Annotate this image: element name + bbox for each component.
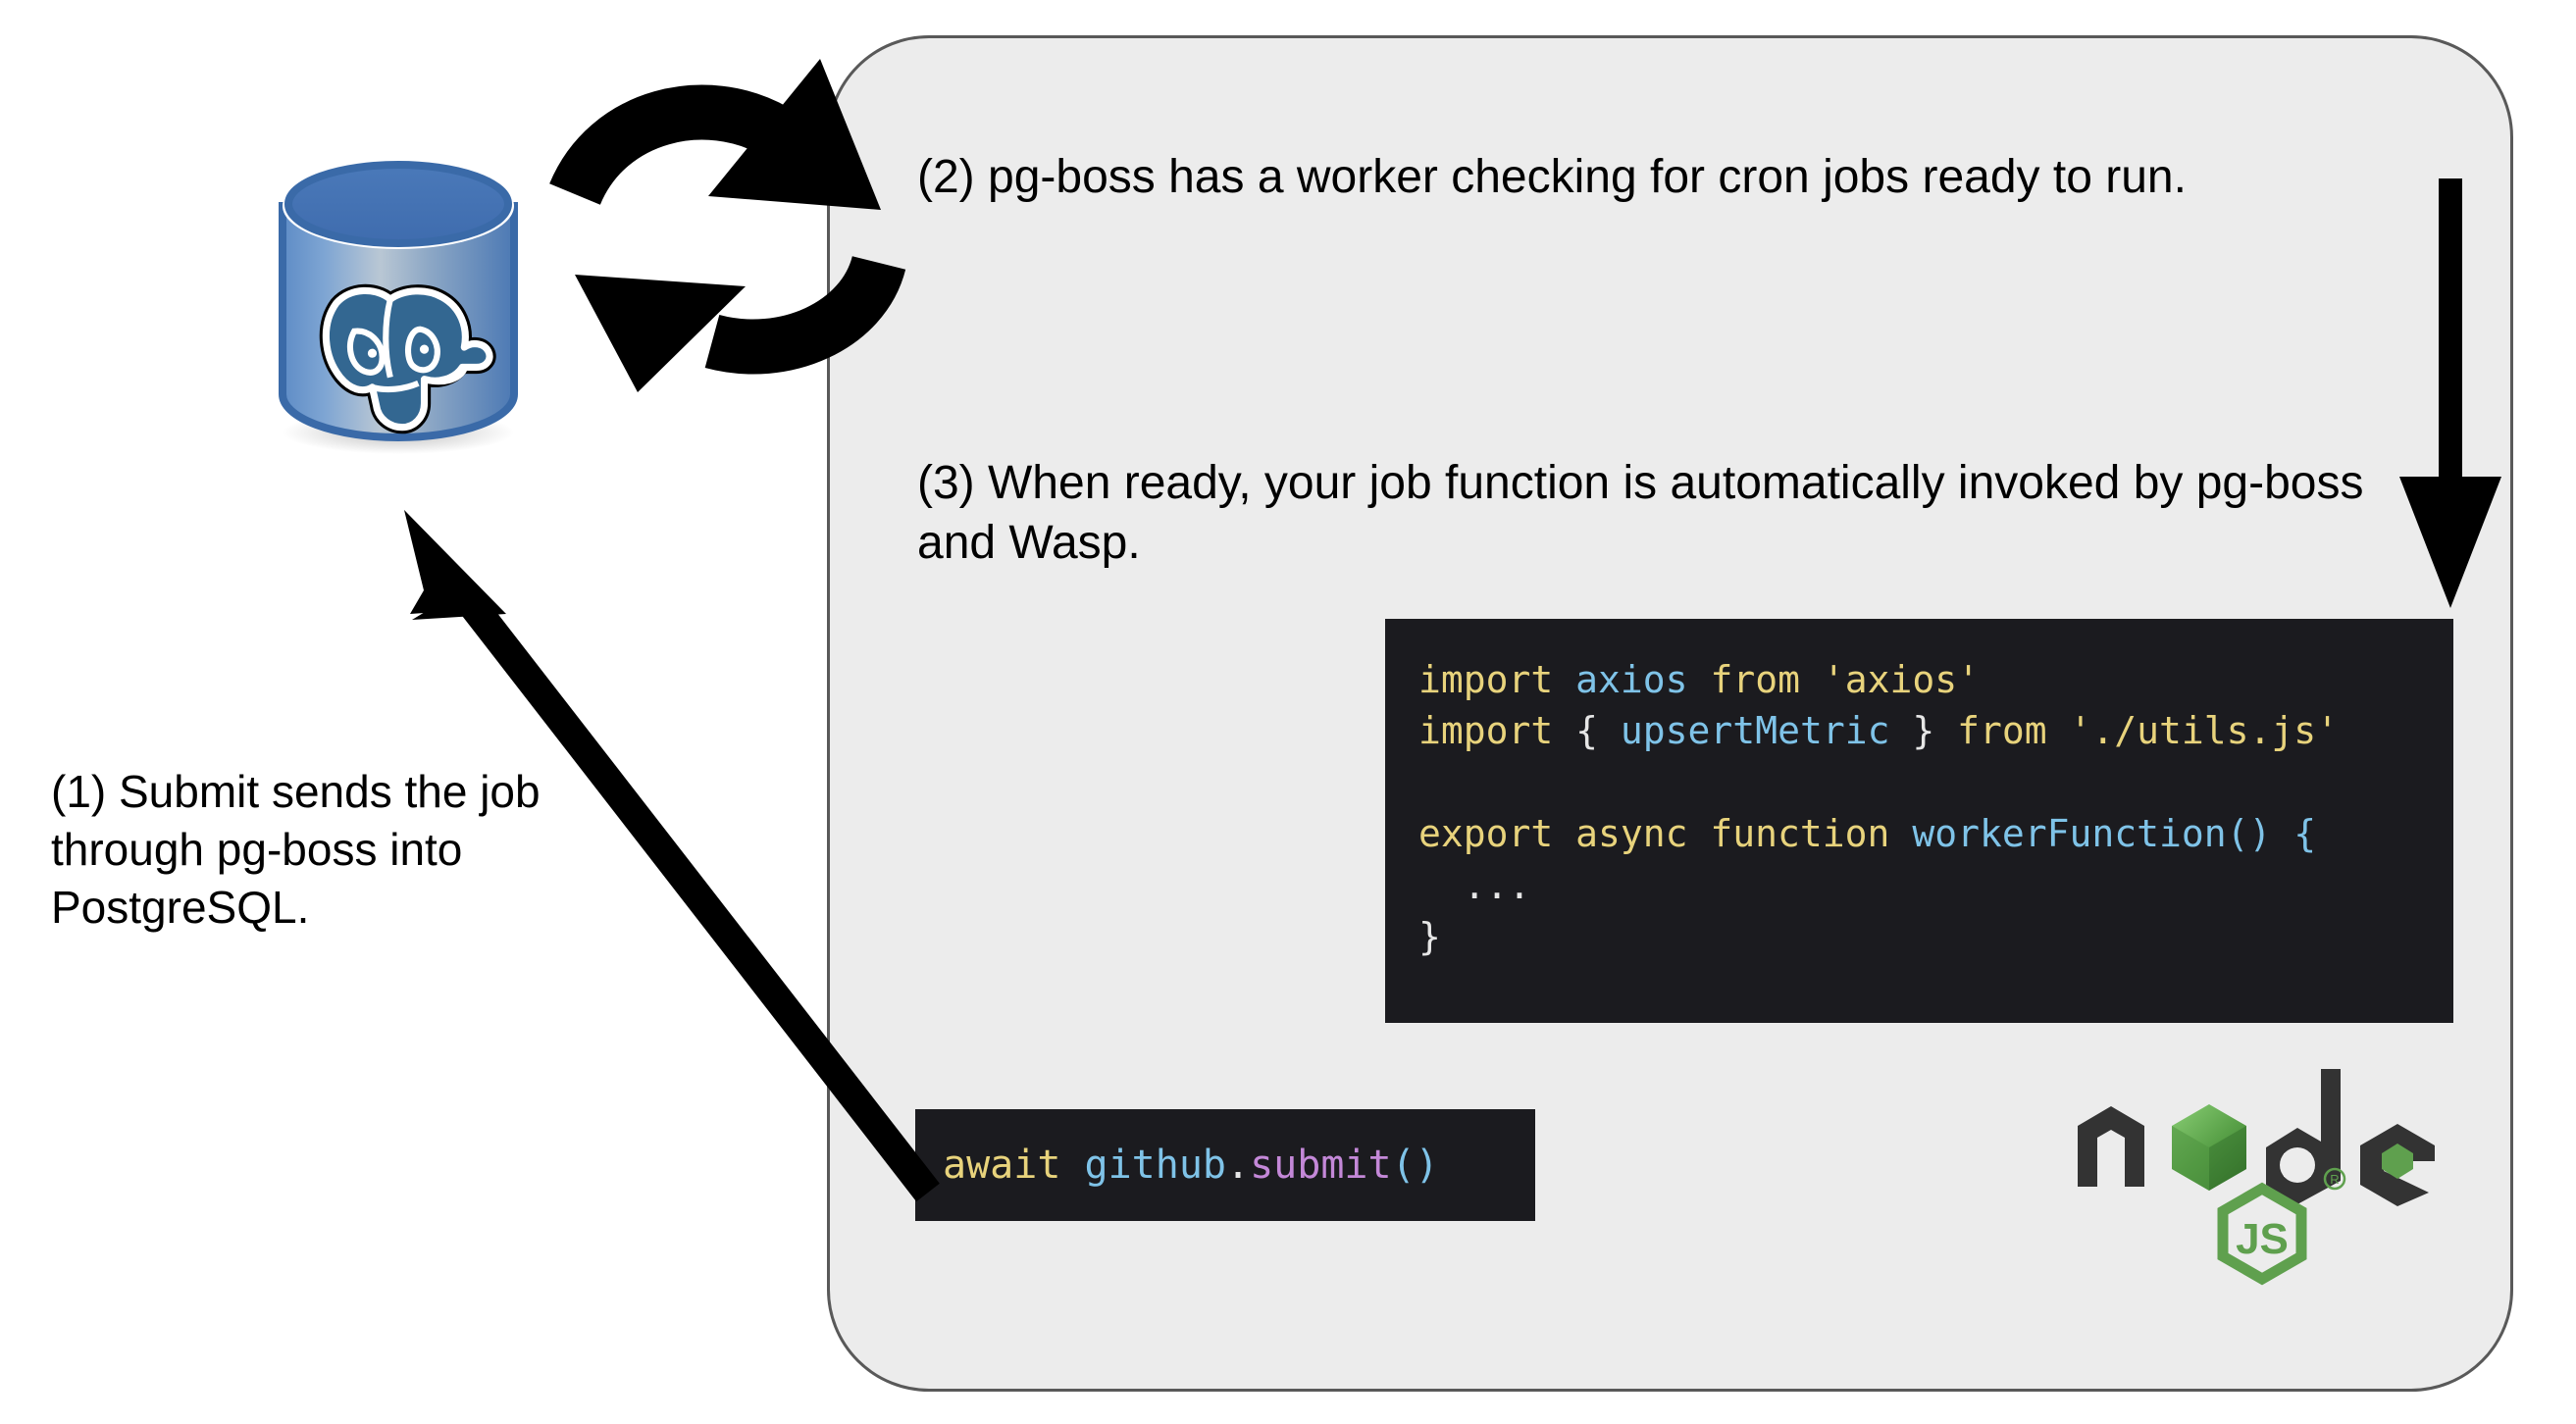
code-token-string: './utils.js' <box>2069 709 2340 753</box>
code-token-string: 'axios' <box>1822 658 1980 701</box>
code-line: import { upsertMetric } from './utils.js… <box>1418 705 2453 756</box>
step-2-label: (2) pg-boss has a worker checking for cr… <box>917 151 2187 203</box>
step-1-label: (1) Submit sends the job through pg-boss… <box>51 766 553 933</box>
code-token-paren: () <box>1391 1143 1439 1188</box>
nodejs-icon: JS R <box>2078 1069 2435 1286</box>
code-token-punct: { <box>1575 709 1621 753</box>
code-token-keyword: import <box>1418 709 1576 753</box>
code-token-paren: () { <box>2226 812 2317 856</box>
postgresql-database-cylinder <box>263 155 534 455</box>
code-token-keyword: from <box>1710 658 1823 701</box>
code-token-ident: upsertMetric <box>1620 709 1913 753</box>
code-token-ident: workerFunction <box>1912 812 2227 856</box>
code-token-punct: . <box>1226 1143 1251 1188</box>
code-token-punct: } <box>1912 709 1958 753</box>
step-3-label: (3) When ready, your job function is aut… <box>917 457 2364 570</box>
code-token-keyword: await <box>943 1143 1085 1188</box>
svg-text:R: R <box>2330 1172 2339 1187</box>
code-token-ident: github <box>1084 1143 1227 1188</box>
code-line: export async function workerFunction() { <box>1418 808 2453 859</box>
code-token-keyword: import <box>1418 658 1576 701</box>
code-token-keyword: export async function <box>1418 812 1913 856</box>
postgresql-icon <box>279 161 518 454</box>
submit-call-code-block: await github.submit() <box>915 1109 1535 1221</box>
svg-text:JS: JS <box>2236 1215 2289 1263</box>
code-token-ident: axios <box>1575 658 1711 701</box>
code-token-plain: ... <box>1418 863 1531 907</box>
code-token-keyword: from <box>1957 709 2070 753</box>
code-token-plain: } <box>1418 915 1441 959</box>
code-line <box>1418 757 2453 808</box>
worker-function-code-block: import axios from 'axios'import { upsert… <box>1385 619 2453 1023</box>
code-line: import axios from 'axios' <box>1418 654 2453 705</box>
nodejs-logo: JS R <box>2074 1063 2462 1291</box>
code-line: } <box>1418 911 2453 962</box>
code-token-method: submit <box>1250 1143 1392 1188</box>
code-line: ... <box>1418 860 2453 911</box>
